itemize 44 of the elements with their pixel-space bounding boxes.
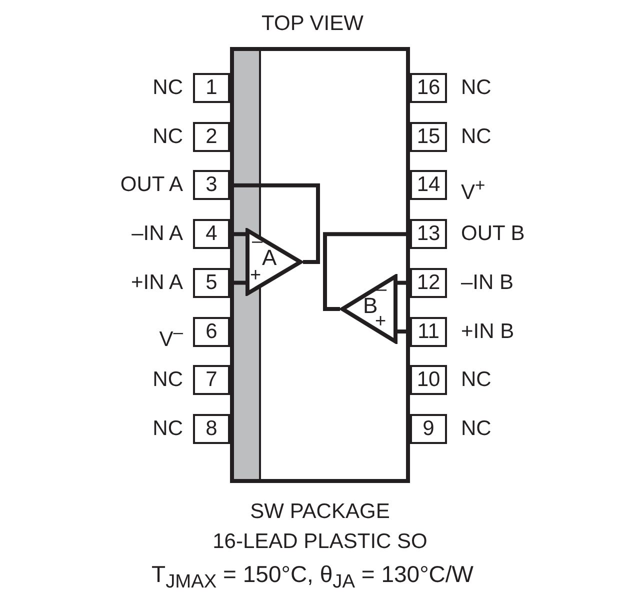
pin-name: +IN A (131, 270, 183, 296)
pin-name: V$^{+}$ (461, 174, 486, 206)
pin-number: 12 (410, 268, 447, 298)
pin-number: 3 (193, 170, 230, 200)
pin-number: 15 (410, 122, 447, 152)
input-sign: – (376, 280, 387, 300)
pin-name: NC (152, 75, 183, 101)
package-caption: SW PACKAGE 16-LEAD PLASTIC SO (212, 499, 428, 555)
input-sign: + (375, 312, 386, 332)
pin-name: NC (152, 124, 183, 150)
pin-name: OUT B (461, 221, 525, 248)
wire (396, 330, 410, 334)
pin-number: 2 (193, 122, 230, 152)
pin-number: 5 (193, 268, 230, 298)
pin-number: 11 (410, 316, 447, 346)
view-title: TOP VIEW (262, 12, 364, 36)
pin-number: 6 (193, 316, 230, 346)
amplifier-label: A (262, 248, 277, 268)
pin-name: NC (461, 367, 492, 394)
pin-number: 9 (410, 414, 447, 444)
pin-name: OUT A (120, 172, 183, 198)
wire (396, 280, 410, 285)
pin-number: 16 (410, 73, 447, 103)
pin-number: 7 (193, 365, 230, 396)
package-outline (230, 47, 410, 483)
pin-name: NC (461, 124, 492, 150)
amplifier-label: B (363, 296, 378, 316)
thermal-note: T$_{JMAX}$ = 150°C, θ$_{JA}$ = 130°C/W (152, 561, 474, 594)
pin-name: NC (461, 75, 492, 101)
pin-name: V$^{–}$ (159, 320, 183, 352)
pin-number: 13 (410, 219, 447, 250)
input-sign: – (252, 232, 263, 252)
pin-name: NC (461, 416, 492, 442)
pin-name: –IN B (461, 270, 514, 296)
pin-number: 14 (410, 170, 447, 200)
pin-name: +IN B (461, 318, 514, 344)
pin-number: 10 (410, 365, 447, 396)
pin-number: 8 (193, 414, 230, 444)
input-sign: + (250, 266, 262, 286)
pin-name: –IN A (132, 221, 183, 248)
pin-number: 1 (193, 73, 230, 103)
pin-number: 4 (193, 219, 230, 250)
pin-name: NC (152, 367, 183, 394)
pin-name: NC (152, 416, 183, 442)
